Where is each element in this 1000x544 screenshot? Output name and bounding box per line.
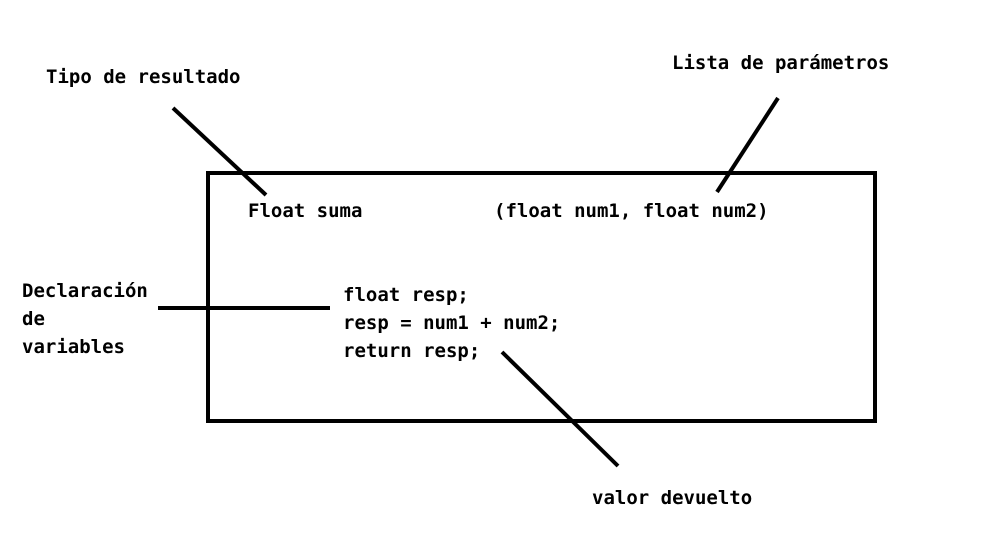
code-signature-type-name: Float suma — [248, 200, 363, 222]
label-declaracion-line-1: Declaración — [22, 280, 148, 302]
label-tipo-resultado: Tipo de resultado — [46, 66, 241, 88]
code-body-line-3: return resp; — [343, 340, 481, 362]
function-box — [206, 171, 877, 423]
label-declaracion-line-3: variables — [22, 336, 125, 358]
label-valor-devuelto: valor devuelto — [592, 487, 753, 509]
code-signature-params: (float num1, float num2) — [494, 200, 769, 222]
label-lista-parametros: Lista de parámetros — [672, 52, 890, 74]
pointer-tipo-resultado — [171, 106, 268, 197]
pointer-lista-parametros — [715, 96, 780, 194]
label-declaracion-line-2: de — [22, 308, 45, 330]
pointer-valor-devuelto — [500, 350, 620, 468]
code-body-line-2: resp = num1 + num2; — [343, 312, 561, 334]
code-body-line-1: float resp; — [343, 284, 469, 306]
